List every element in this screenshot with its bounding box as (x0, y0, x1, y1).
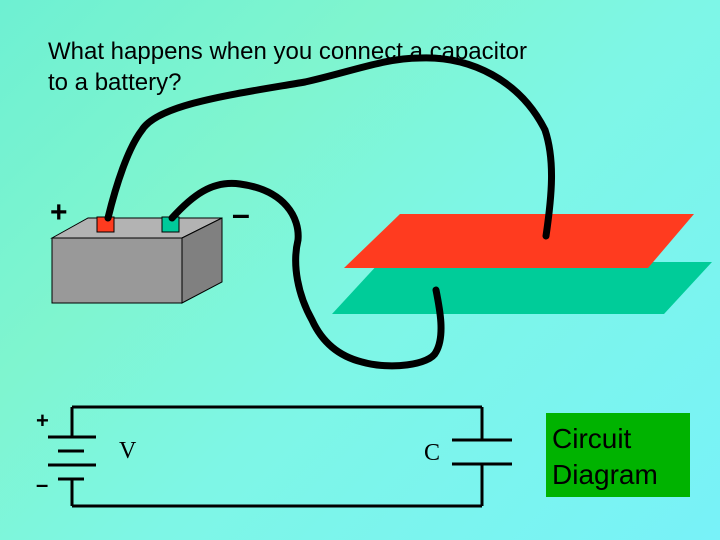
schematic-negative-label: – (36, 472, 49, 497)
battery-negative-label: – (232, 196, 250, 232)
voltage-label: V (119, 438, 137, 464)
bottom-capacitor-plate (332, 262, 712, 314)
battery (50, 216, 223, 304)
schematic-circuit (48, 405, 512, 508)
positive-wire (104, 54, 556, 240)
circuit-diagram-caption: Circuit Diagram (546, 413, 690, 497)
caption-line-1: Circuit (552, 423, 632, 454)
top-capacitor-plate (344, 214, 694, 268)
battery-positive-label: + (50, 196, 68, 229)
title-line-2: to a battery? (48, 69, 182, 96)
capacitor-label: C (424, 440, 441, 466)
caption-line-2: Diagram (552, 459, 658, 490)
negative-wire (168, 179, 445, 370)
battery-front-face (51, 237, 183, 304)
schematic-positive-label: + (36, 408, 49, 433)
slide-title: What happens when you connect a capacito… (48, 36, 688, 98)
